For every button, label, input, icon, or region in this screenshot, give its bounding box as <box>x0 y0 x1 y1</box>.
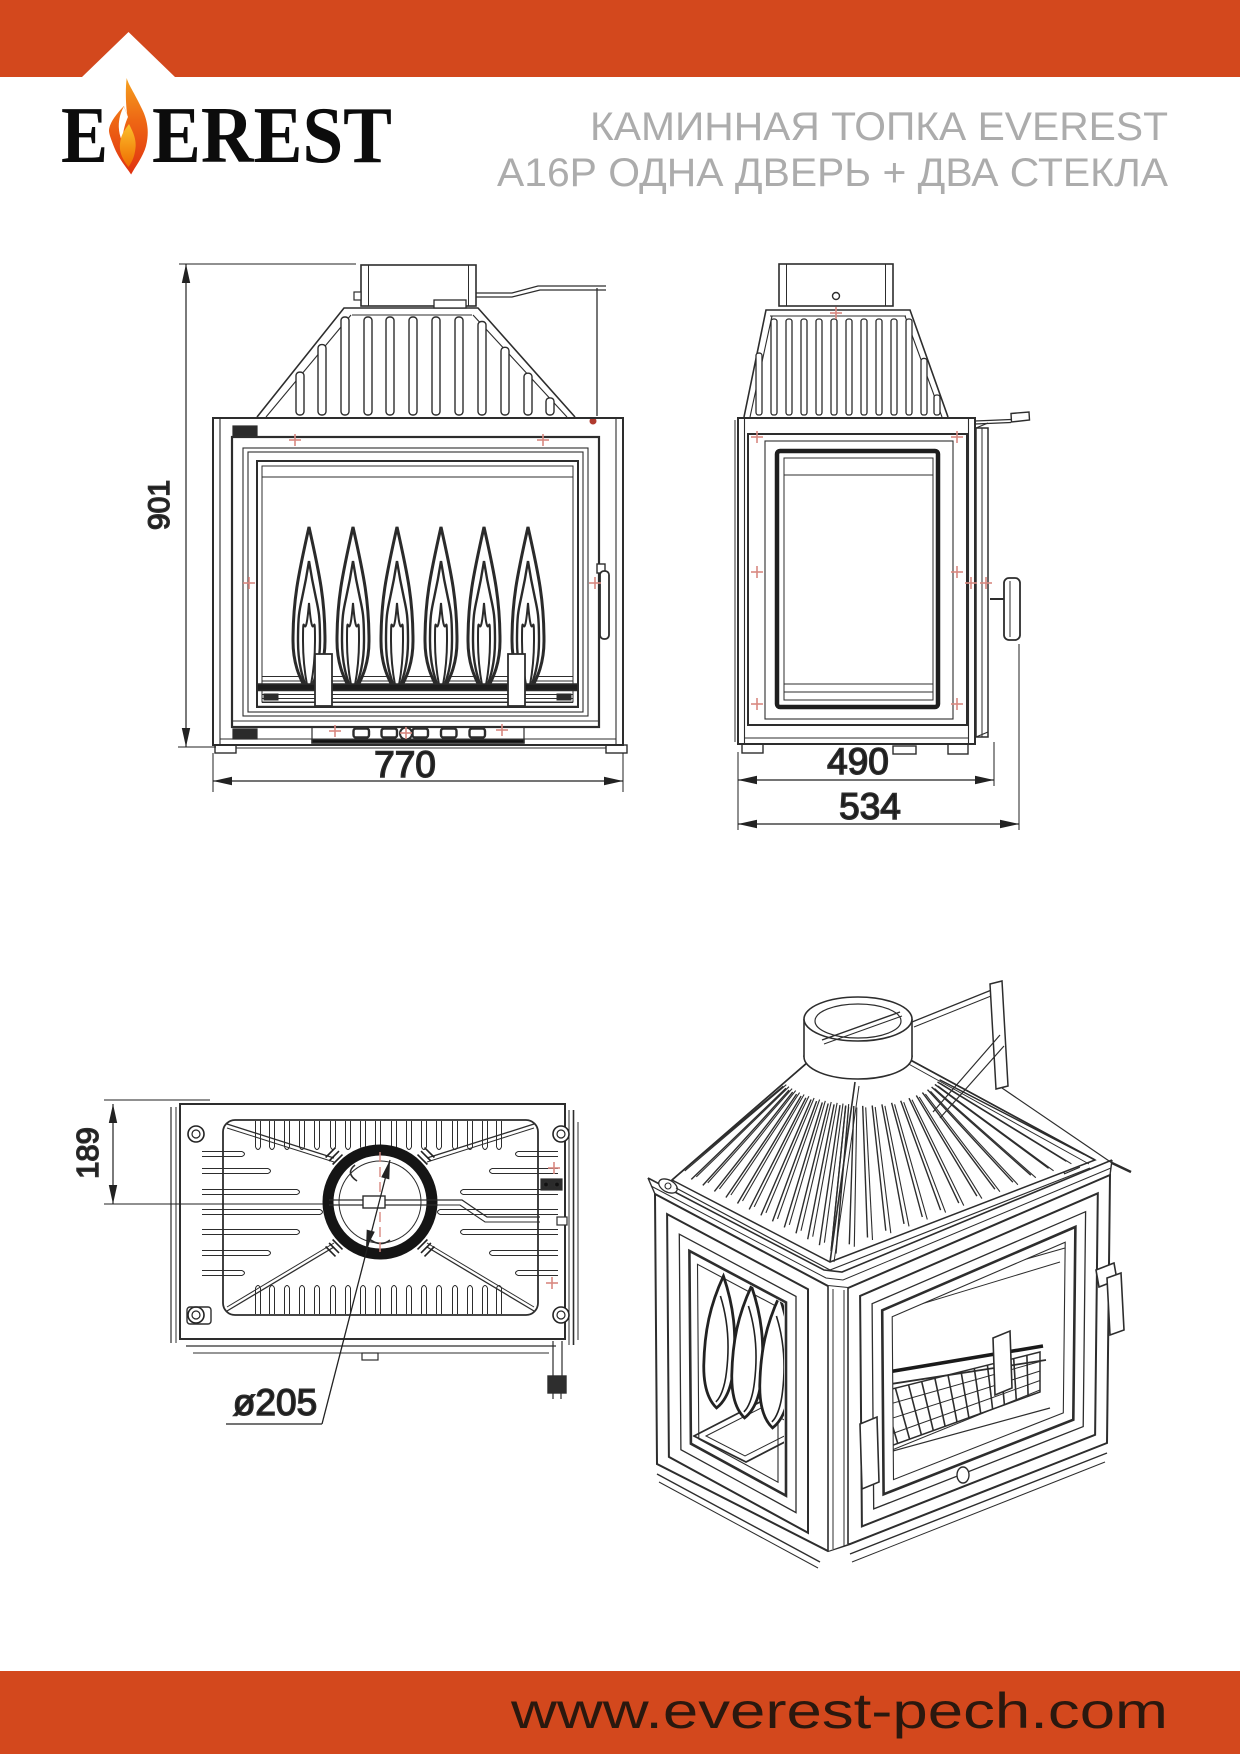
svg-text:901: 901 <box>143 480 176 530</box>
svg-text:А16Р ОДНА ДВЕРЬ + ДВА СТЕКЛА: А16Р ОДНА ДВЕРЬ + ДВА СТЕКЛА <box>497 151 1168 195</box>
svg-text:534: 534 <box>839 786 901 827</box>
svg-text:КАМИННАЯ ТОПКА EVEREST: КАМИННАЯ ТОПКА EVEREST <box>590 105 1168 149</box>
svg-text:www.everest-pech.com: www.everest-pech.com <box>510 1683 1168 1739</box>
svg-text:EREST: EREST <box>152 92 392 180</box>
svg-text:770: 770 <box>374 744 436 785</box>
svg-text:ø205: ø205 <box>233 1382 317 1423</box>
svg-text:490: 490 <box>827 741 889 782</box>
svg-text:E: E <box>61 92 108 180</box>
svg-text:189: 189 <box>70 1127 105 1179</box>
